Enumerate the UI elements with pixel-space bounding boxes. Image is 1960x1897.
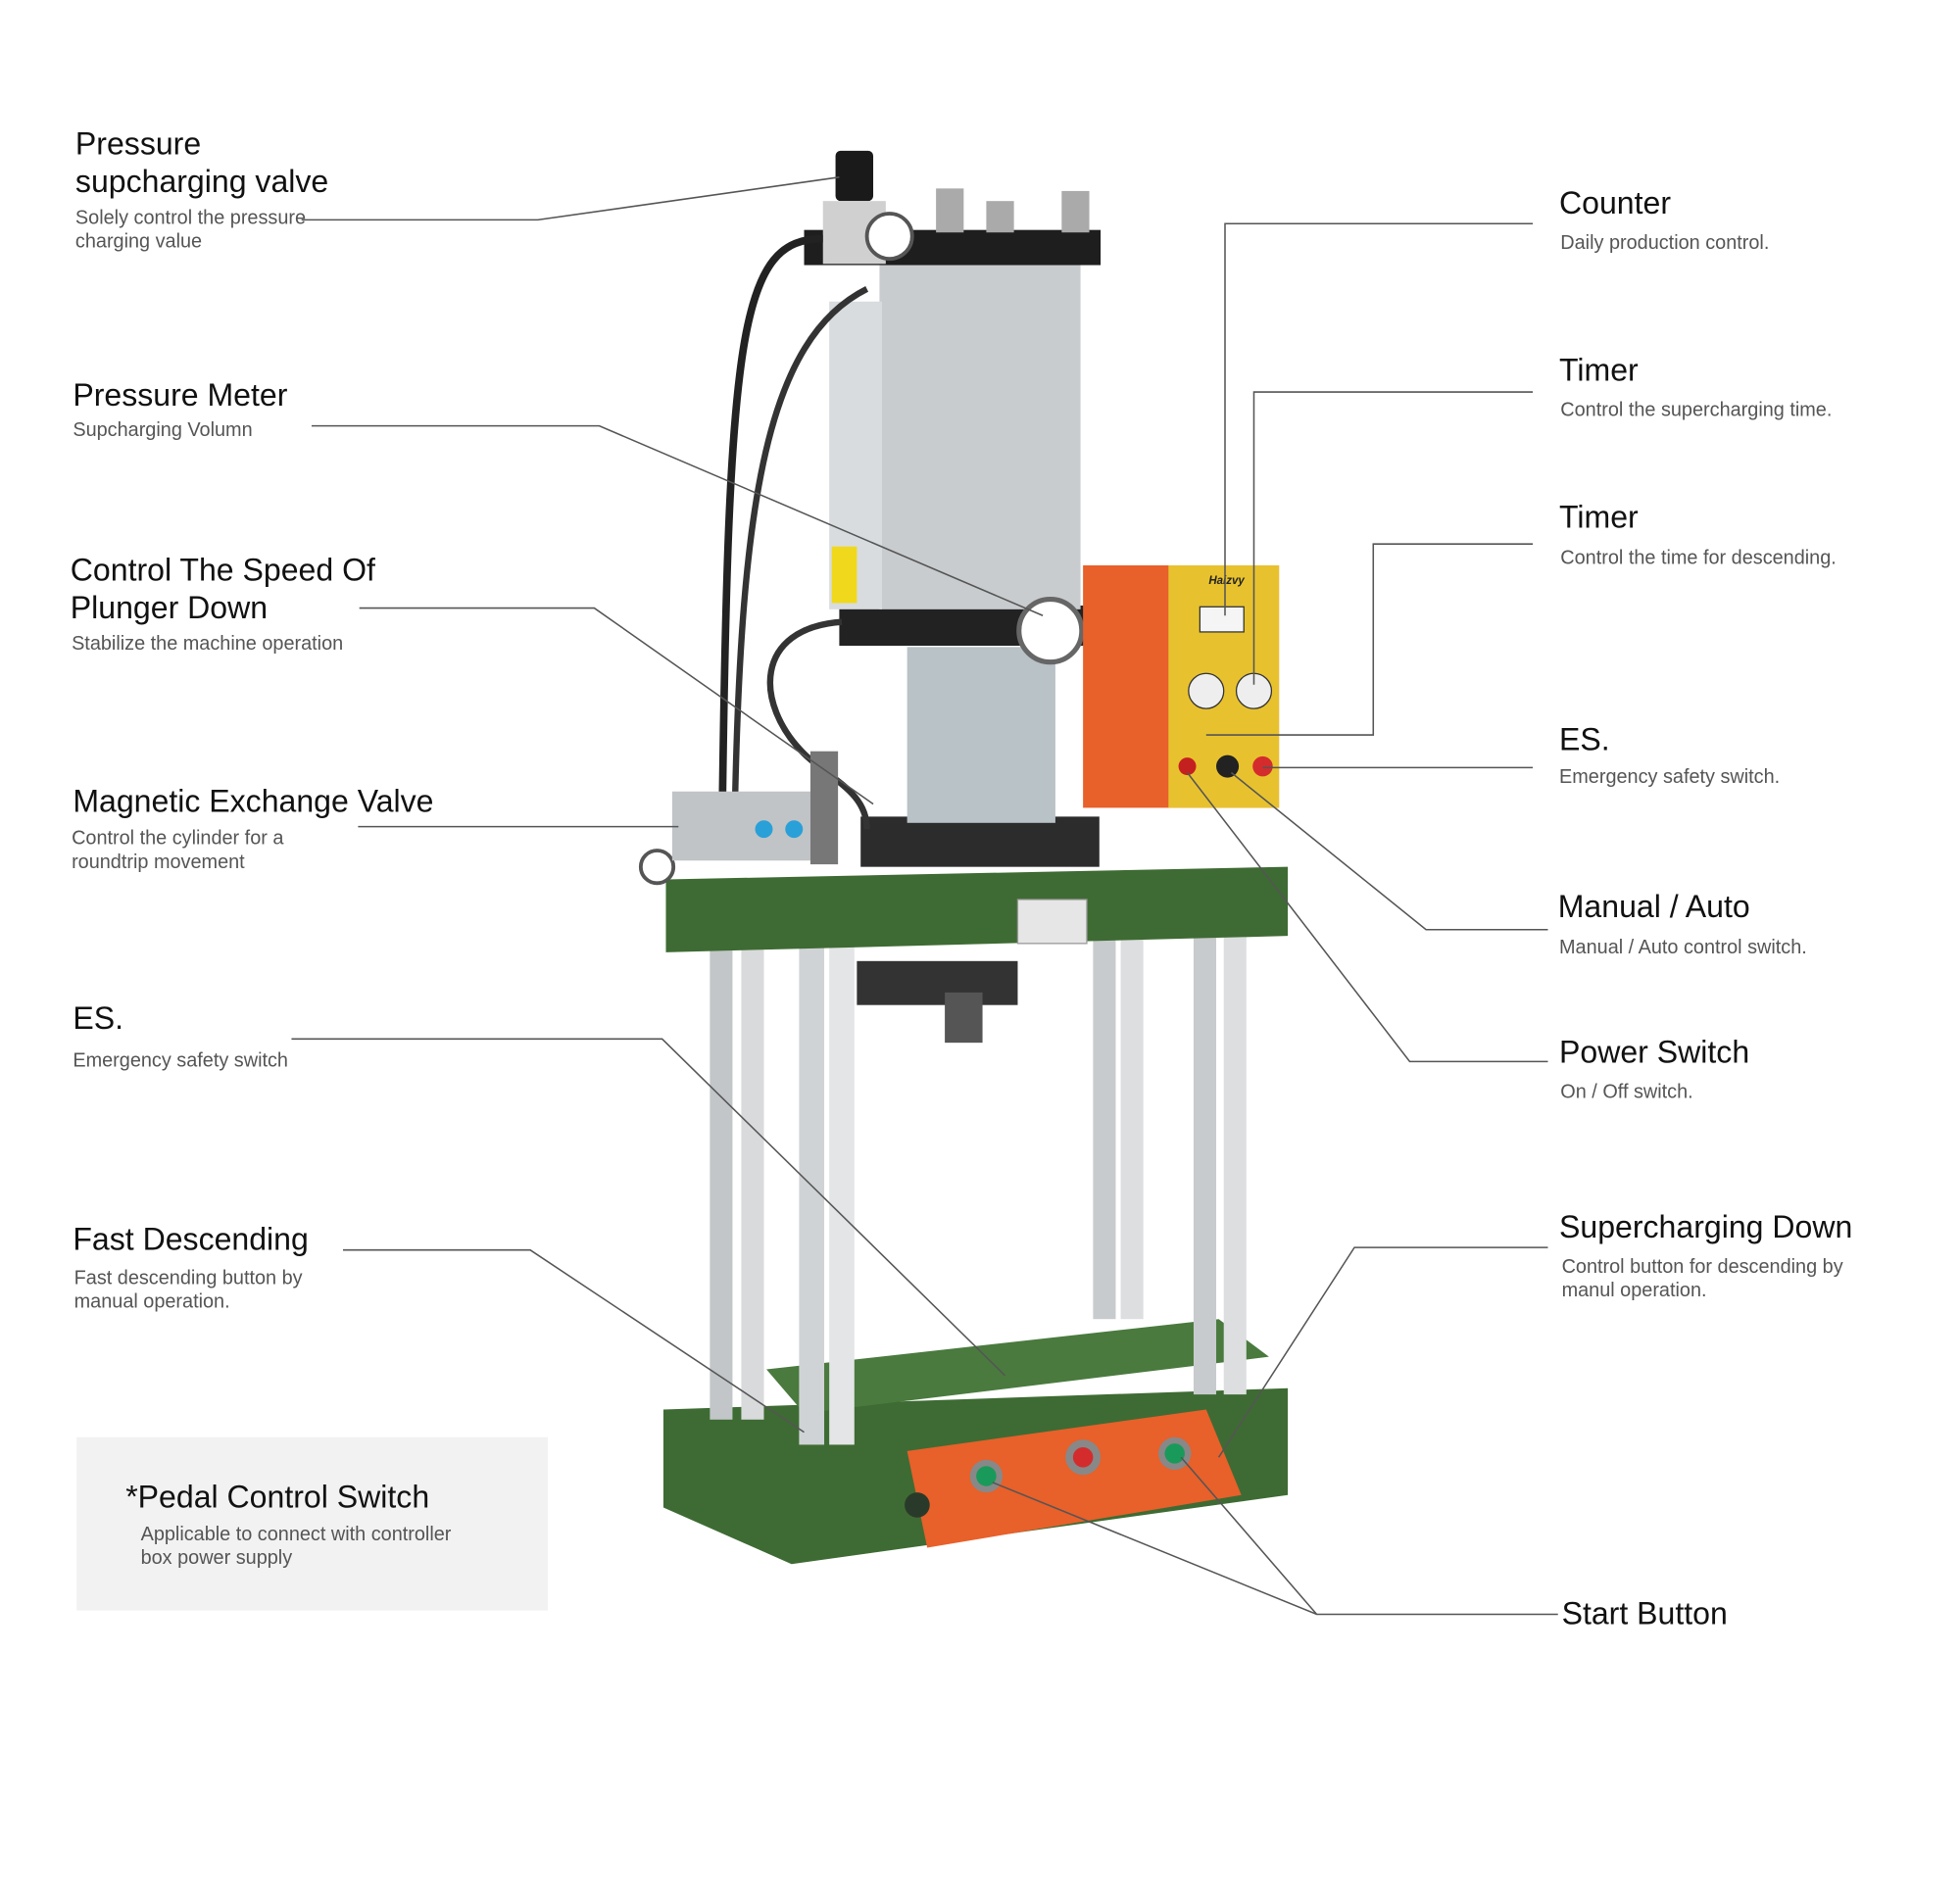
pedal-switch-panel [906,1409,1242,1548]
svg-text:Control the supercharging time: Control the supercharging time. [1560,399,1832,420]
svg-text:Control the cylinder for a: Control the cylinder for a [72,828,284,850]
svg-text:Pressure Meter: Pressure Meter [73,377,287,413]
label-plunger-speed: Control The Speed Of Plunger Down Stabil… [71,552,375,655]
label-es-left: ES. Emergency safety switch [73,1000,288,1071]
svg-text:Control button for descending: Control button for descending by [1562,1256,1843,1278]
label-pressure-meter: Pressure Meter Supcharging Volumn [73,377,287,441]
air-hose [731,286,869,804]
svg-text:Start Button: Start Button [1562,1596,1728,1631]
label-pressure-supcharging-valve: Pressure supcharging valve Solely contro… [75,126,328,253]
valve-gauge [864,212,914,262]
label-manual-auto: Manual / Auto Manual / Auto control swit… [1558,889,1807,958]
svg-text:box power supply: box power supply [141,1547,293,1569]
svg-text:*Pedal Control Switch: *Pedal Control Switch [125,1480,429,1515]
air-hose [718,234,823,804]
timer-supercharging [1188,672,1225,709]
pedal-control-switch-note: *Pedal Control Switch Applicable to conn… [76,1436,548,1611]
main-cylinder [879,251,1081,609]
label-start-button: Start Button [1562,1596,1728,1631]
label-power-switch: Power Switch On / Off switch. [1559,1035,1749,1103]
svg-text:Control the time for descendin: Control the time for descending. [1560,548,1836,569]
column [829,942,855,1445]
svg-text:charging value: charging value [75,231,202,253]
svg-text:Fast descending button by: Fast descending button by [74,1267,303,1289]
svg-text:Applicable to connect with con: Applicable to connect with controller [141,1524,452,1545]
ram-block [857,960,1018,1005]
svg-text:Timer: Timer [1559,500,1639,535]
label-fast-descending: Fast Descending Fast descending button b… [73,1222,308,1313]
leader-lines [291,176,1558,1616]
column [1193,929,1217,1395]
brand-logo: Haizvy [1208,575,1245,587]
pressure-supcharging-valve [835,150,874,202]
svg-text:On / Off switch.: On / Off switch. [1560,1082,1692,1103]
svg-text:Power Switch: Power Switch [1559,1035,1749,1070]
svg-text:Counter: Counter [1559,185,1671,220]
label-timer-supercharging: Timer Control the supercharging time. [1559,353,1832,421]
label-timer-descending: Timer Control the time for descending. [1559,500,1837,569]
column [1093,929,1116,1320]
press-machine: Haizvy [638,150,1289,1565]
work-table [766,1319,1269,1414]
svg-text:Supercharging Down: Supercharging Down [1559,1209,1852,1244]
svg-text:Solely control the pressure: Solely control the pressure [75,207,306,228]
counter [1199,606,1245,633]
svg-text:ES.: ES. [1559,721,1610,756]
air-hose [766,618,870,830]
svg-text:Manual / Auto: Manual / Auto [1558,889,1750,924]
svg-text:manul operation.: manul operation. [1562,1280,1707,1301]
column [1120,929,1144,1320]
manual-auto-switch [1216,754,1240,778]
label-magnetic-exchange-valve: Magnetic Exchange Valve Control the cyli… [72,783,433,873]
fast-descending-button [905,1492,930,1518]
power-switch [1178,757,1197,776]
svg-text:Supcharging Volumn: Supcharging Volumn [73,419,252,441]
svg-text:Stabilize the machine operatio: Stabilize the machine operation [72,633,343,655]
svg-text:Control The Speed Of: Control The Speed Of [71,552,375,587]
svg-text:supcharging valve: supcharging valve [75,164,328,199]
svg-text:Emergency safety switch: Emergency safety switch [73,1050,288,1072]
column [710,942,733,1420]
svg-text:Pressure: Pressure [75,126,201,162]
es-switch-panel [1252,755,1273,777]
svg-text:Plunger Down: Plunger Down [71,590,268,625]
svg-text:manual operation.: manual operation. [74,1291,230,1313]
ram-tool [945,992,983,1044]
fitting [1061,190,1090,233]
svg-text:Manual / Auto control switch.: Manual / Auto control switch. [1559,937,1807,958]
label-supercharging-down: Supercharging Down Control button for de… [1559,1209,1852,1301]
svg-text:roundtrip movement: roundtrip movement [72,851,245,873]
svg-text:Fast Descending: Fast Descending [73,1222,308,1257]
svg-text:Daily production control.: Daily production control. [1560,232,1769,254]
pressure-meter [1016,597,1085,665]
lower-cylinder [906,647,1055,823]
side-gauge [638,849,676,886]
fitting [986,201,1014,233]
cylinder-base [860,816,1100,867]
label-es-right: ES. Emergency safety switch. [1559,721,1780,787]
svg-text:Timer: Timer [1559,353,1639,388]
svg-text:Emergency safety switch.: Emergency safety switch. [1559,766,1780,788]
top-plate [665,866,1289,952]
svg-text:ES.: ES. [73,1000,123,1036]
yellow-label [831,546,858,604]
label-counter: Counter Daily production control. [1559,185,1769,254]
column [1223,929,1247,1395]
svg-text:Magnetic Exchange Valve: Magnetic Exchange Valve [73,783,433,818]
column [741,942,764,1420]
nameplate [1016,899,1088,945]
fitting [936,188,964,233]
